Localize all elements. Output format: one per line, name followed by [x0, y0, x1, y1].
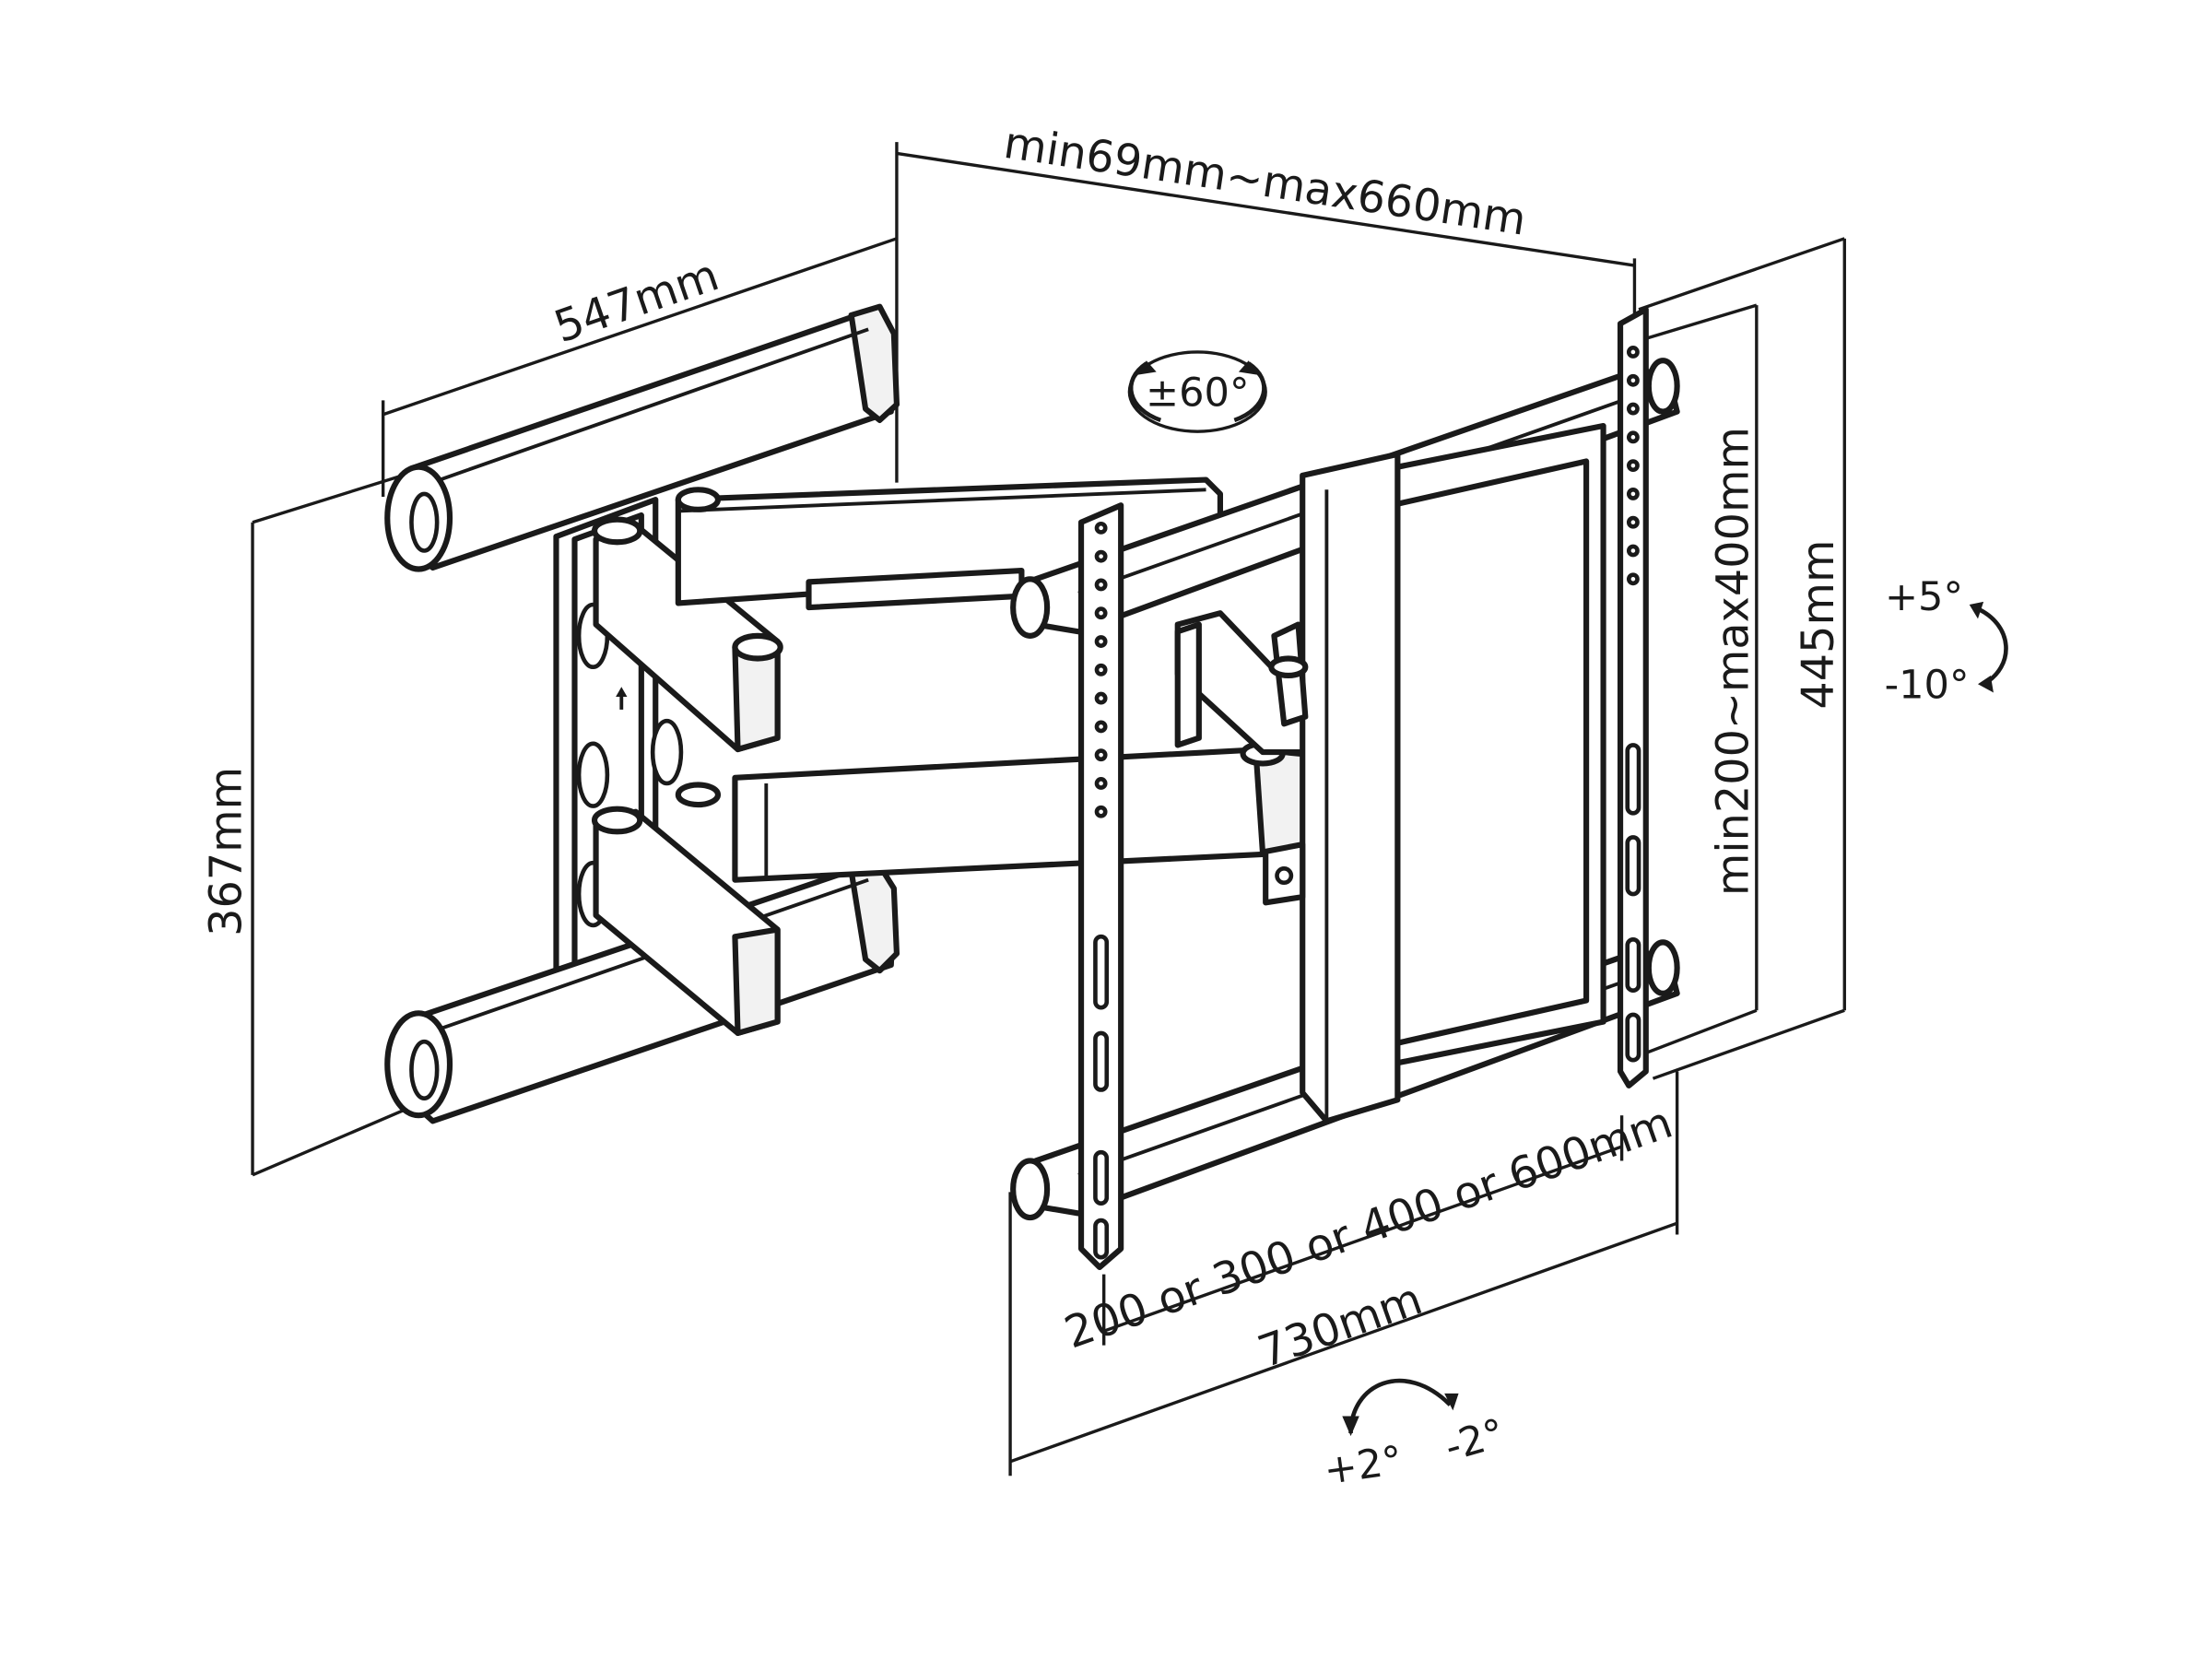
wall-plate-height-label: 367mm	[202, 767, 253, 936]
rotate-minus-label: -2°	[1440, 1410, 1510, 1471]
tilt-indicator	[1969, 601, 2008, 693]
vesa-holes-left	[1093, 521, 1110, 1260]
tv-plate	[1010, 306, 1680, 1270]
vesa-vertical-label: min200~max400mm	[1709, 427, 1759, 896]
rotate-plus-label: +2°	[1321, 1438, 1405, 1494]
tv-plate-width-label: 730mm	[1252, 1274, 1429, 1378]
tv-plate-height-label: 445mm	[1794, 540, 1844, 710]
swivel-label: ±60°	[1146, 370, 1250, 416]
articulating-arms	[591, 477, 1320, 1036]
swivel-badge	[1127, 350, 1267, 433]
rotation-indicator	[1342, 1378, 1459, 1437]
dimension-lines	[251, 142, 1846, 1477]
vesa-holes-right	[1625, 346, 1641, 1063]
wall-plate	[384, 303, 900, 1124]
tilt-up-label: +5°	[1885, 574, 1963, 620]
wall-plate-width-label: 547mm	[548, 250, 725, 353]
tilt-down-label: -10°	[1885, 663, 1970, 709]
